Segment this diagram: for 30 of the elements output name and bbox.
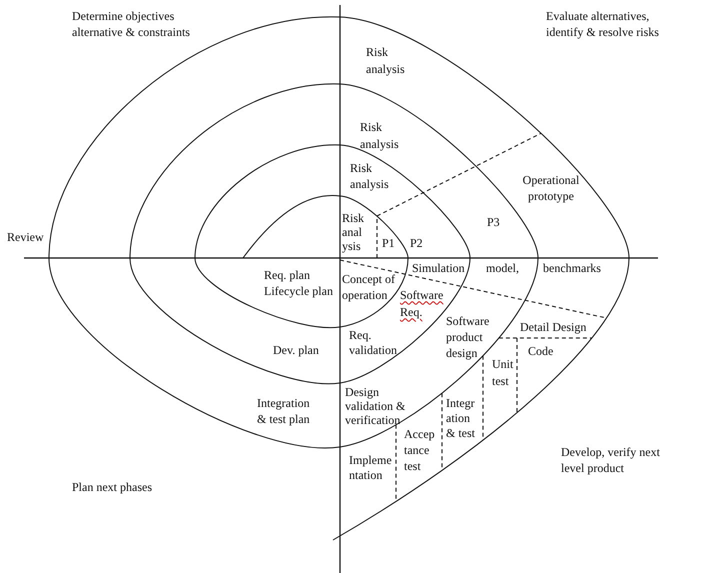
phase-label: Accep tance test [404,426,436,474]
phase-label: Concept of operation [342,271,396,303]
phase-label: Risk analysis [360,118,400,152]
phase-label: Integration & test plan [257,395,311,427]
phase-label: Req. plan Lifecycle plan [264,267,334,299]
quadrant-label: Plan next phases [72,479,152,495]
phase-label: Dev. plan [273,342,319,358]
phase-label: model, [486,260,519,276]
phase-label: Software product design [446,313,490,361]
phase-label: Risk analysis [350,160,390,192]
phase-label: Operational prototype [522,172,580,204]
quadrant-label: Develop, verify next level product [561,444,661,476]
phase-label: Risk analysis [366,44,406,78]
prototype-label: P3 [487,214,500,230]
phase-label: Detail Design [520,319,586,335]
quadrant-label: Determine objectives alternative & constraints [72,8,191,40]
phase-label: Simulation [412,260,465,276]
phase-label: Impleme ntation [349,452,393,482]
quadrant-label: Evaluate alternatives, identify & resolve risks [546,8,660,40]
phase-label: Req. validation [349,328,398,358]
prototype-label: P1 [382,235,395,251]
phase-label: Code [528,343,554,359]
phase-label: Risk anal ysis [342,211,366,253]
phase-label: Unit test [492,356,514,390]
prototype-label: P2 [410,235,423,251]
phase-label: Design validation & verification [345,385,406,427]
phase-label: Integr ation & test [446,396,476,440]
phase-label: Software Req. [400,286,444,320]
axis-label: Review [7,229,44,245]
phase-label: benchmarks [543,260,601,276]
